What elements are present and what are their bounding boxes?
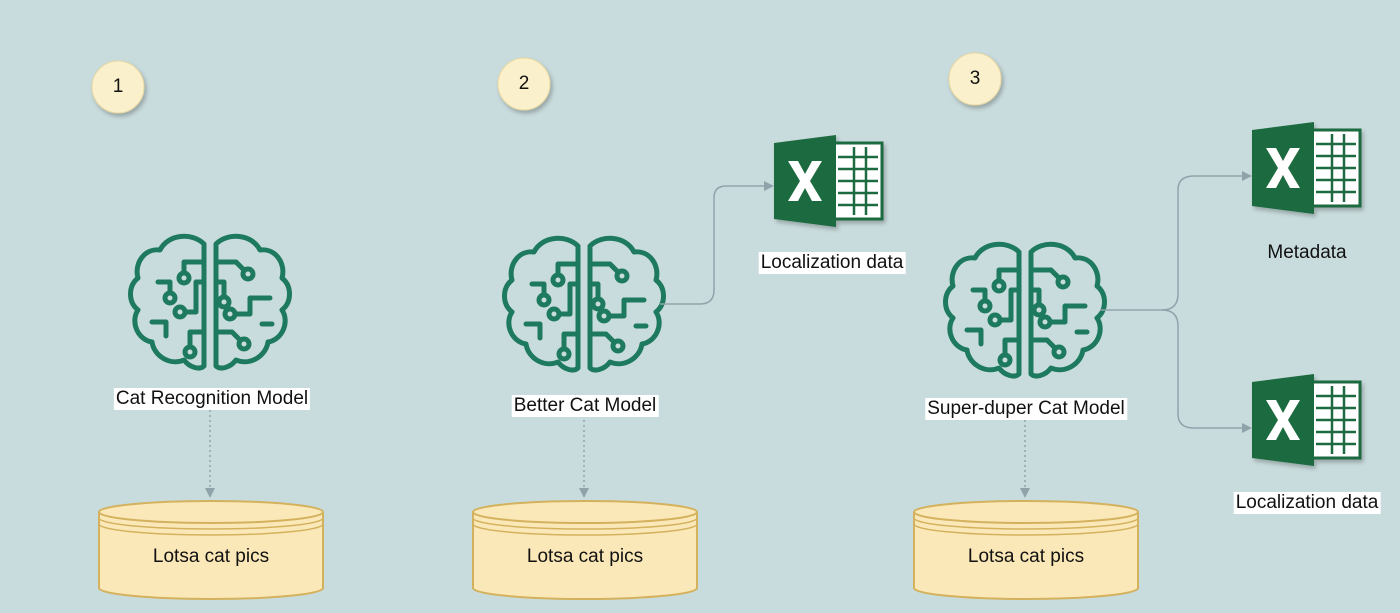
output-label: Metadata (1267, 242, 1347, 263)
connector-arrow (660, 181, 774, 305)
database-label: Lotsa cat pics (526, 546, 644, 567)
model-label: Cat Recognition Model (113, 388, 311, 410)
database-label: Lotsa cat pics (152, 546, 270, 567)
connector-arrow (1100, 171, 1252, 311)
panel-3 (913, 52, 1360, 600)
step-number: 3 (969, 68, 981, 89)
brain-circuit-icon (131, 236, 290, 368)
step-badge (497, 57, 551, 111)
step-number: 1 (112, 76, 124, 97)
database-label: Lotsa cat pics (967, 546, 1085, 567)
excel-icon (1252, 374, 1360, 466)
excel-icon (1252, 122, 1360, 214)
output-label: Localization data (1233, 492, 1381, 514)
connector-arrow (1161, 309, 1252, 433)
step-number: 2 (518, 73, 530, 94)
panel-2 (472, 57, 882, 600)
step-badge (91, 60, 145, 114)
excel-icon (774, 135, 882, 227)
brain-circuit-icon (505, 238, 664, 370)
brain-circuit-icon (946, 244, 1105, 376)
model-label: Better Cat Model (511, 395, 659, 417)
step-badge (948, 52, 1002, 106)
output-label: Localization data (758, 252, 906, 274)
model-label: Super-duper Cat Model (925, 398, 1127, 420)
panel-1 (91, 60, 324, 600)
